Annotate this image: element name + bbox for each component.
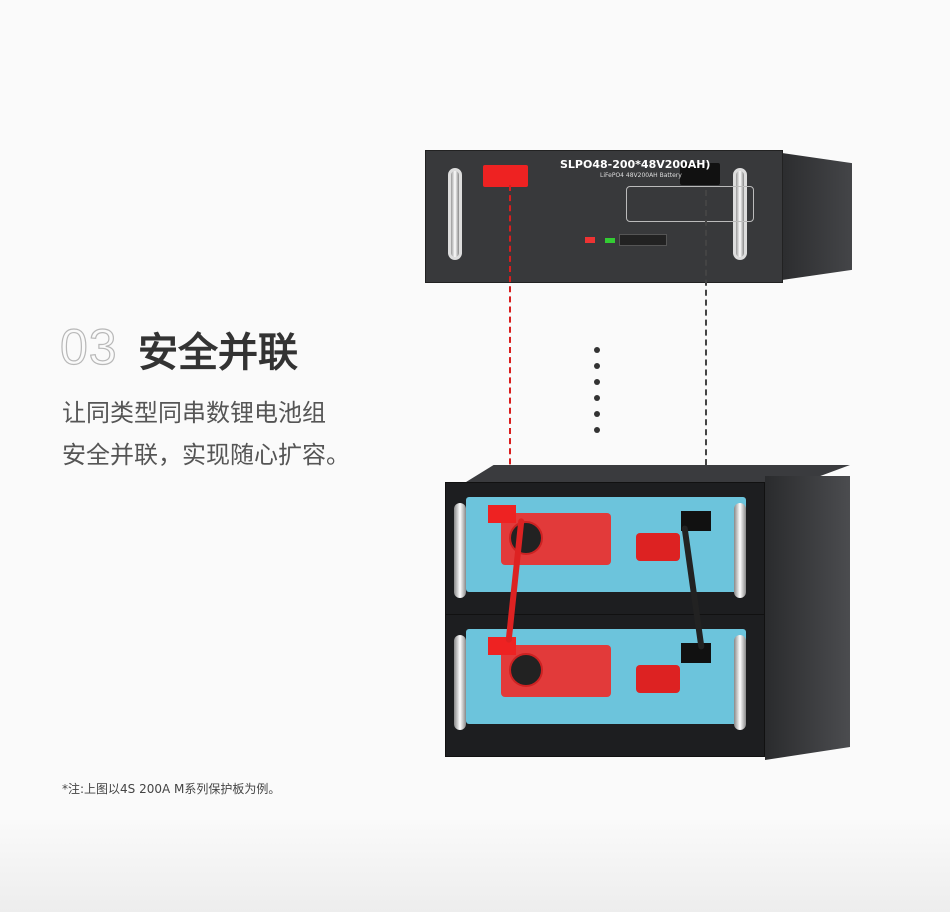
handle-right	[734, 503, 746, 598]
ellipsis-dot	[594, 363, 600, 369]
module-side	[765, 476, 850, 616]
handle-left	[454, 503, 466, 598]
ellipsis-dot	[594, 395, 600, 401]
description-line: 安全并联，实现随心扩容。	[62, 441, 350, 469]
handle-right	[734, 635, 746, 730]
section-description: 让同类型同串数锂电池组 安全并联，实现随心扩容。	[62, 392, 350, 476]
battery-module	[445, 614, 765, 757]
fan-icon	[509, 653, 543, 687]
section-title: 安全并联	[138, 330, 298, 376]
footnote: *注:上图以4S 200A M系列保护板为例。	[62, 782, 281, 796]
negative-terminal	[681, 511, 711, 531]
dip-switch	[585, 237, 595, 243]
negative-connection-line	[705, 190, 707, 515]
positive-terminal	[483, 165, 528, 187]
module-side	[765, 598, 850, 760]
breaker	[636, 665, 680, 693]
handle-right	[733, 168, 747, 260]
handle-left	[454, 635, 466, 730]
background-gradient	[0, 820, 950, 912]
rack-side	[782, 153, 852, 280]
ellipsis-dot	[594, 379, 600, 385]
fan-icon	[509, 521, 543, 555]
breaker	[636, 533, 680, 561]
ellipsis-dot	[594, 347, 600, 353]
handle-left	[448, 168, 462, 260]
model-sub-label: LiFePO4 48V200AH Battery	[600, 172, 682, 179]
positive-terminal	[488, 505, 516, 523]
negative-terminal	[681, 643, 711, 663]
bms-board	[501, 645, 611, 697]
positive-connection-line	[509, 185, 511, 515]
ellipsis-dot	[594, 411, 600, 417]
ellipsis-dot	[594, 427, 600, 433]
model-label: SLPO48-200*48V200AH)	[560, 158, 711, 171]
positive-terminal	[488, 637, 516, 655]
section-number: 03	[59, 318, 118, 375]
battery-module	[445, 482, 765, 625]
comm-ports	[619, 234, 667, 246]
spec-plate	[626, 186, 754, 222]
description-line: 让同类型同串数锂电池组	[62, 399, 326, 427]
connector	[605, 238, 615, 243]
negative-terminal	[680, 163, 720, 185]
